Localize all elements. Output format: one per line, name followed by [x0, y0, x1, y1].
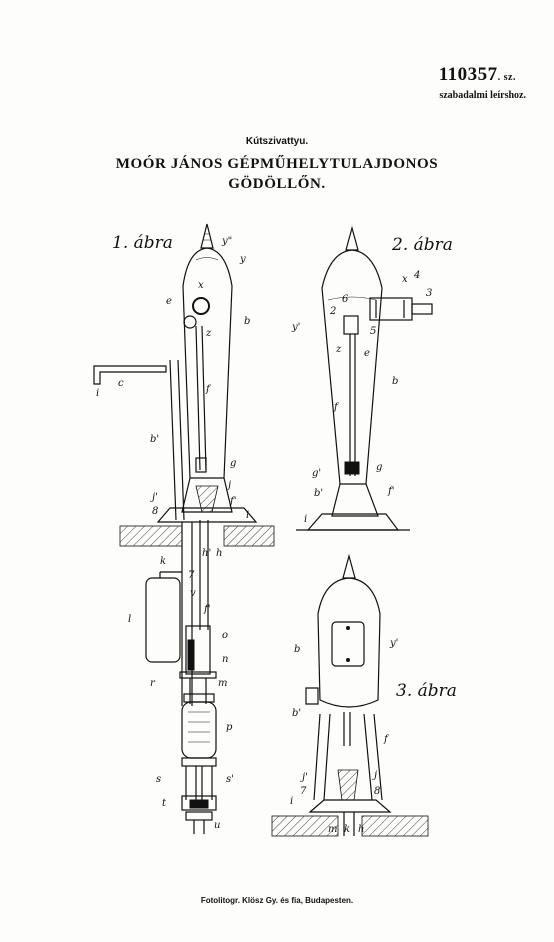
fig2-label-b: b — [392, 376, 398, 387]
ground-right-1 — [223, 525, 275, 547]
fig3-label-b1: b' — [292, 708, 301, 719]
rod-f — [195, 325, 207, 471]
fig1-label-i-low: i — [96, 388, 99, 399]
finial-1 — [200, 223, 214, 249]
fig2-label-g: g — [376, 462, 382, 473]
fig1-title: 1. ábra — [112, 233, 173, 253]
fig3-label-h: h — [358, 824, 364, 835]
fig3-labels: b y' b' f j' j 7 8 i m k h — [290, 638, 398, 835]
fig2-label-4: 4 — [413, 270, 420, 281]
owner-line-2: GÖDÖLLŐN. — [228, 176, 326, 192]
fig2-label-b1: b' — [314, 488, 323, 499]
fig3-label-8: 8 — [374, 786, 380, 797]
fig1-label-f: f — [205, 384, 212, 395]
fig1-label-p: p — [226, 722, 233, 733]
fig3-label-j1: j' — [300, 772, 308, 783]
ground-right-3 — [361, 815, 429, 837]
finial-3 — [342, 553, 356, 579]
fig1-label-b: b — [244, 316, 250, 327]
fig1-label-y: y — [239, 254, 246, 265]
fig2-label-z: z — [335, 344, 342, 355]
fig1-label-y2: y" — [221, 236, 232, 247]
finial-2 — [345, 225, 359, 251]
fig1-label-h1: h' — [202, 548, 211, 559]
fig1-label-i: i — [246, 510, 249, 521]
figure-2: 2. ábra — [296, 225, 453, 531]
fig2-label-x: x — [402, 274, 408, 285]
fig1-label-z: z — [205, 328, 212, 339]
ground-left-3 — [271, 815, 339, 837]
fig3-title: 3. ábra — [396, 681, 457, 701]
fig1-label-r: r — [150, 678, 156, 689]
fig2-label-5: 5 — [370, 326, 376, 337]
filter-p — [181, 701, 217, 759]
fig3-label-b: b — [294, 644, 300, 655]
fig1-label-b1: b' — [150, 434, 159, 445]
fig1-labels: y" y x e b z c i f b' g j' j 8 f' i h' h… — [96, 236, 250, 831]
base-plate-3 — [308, 799, 392, 813]
fig1-label-j1: j' — [150, 492, 158, 503]
printer-credit: Fotolitogr. Klösz Gy. és fia, Budapesten… — [200, 896, 354, 905]
fig2-label-f: f — [333, 402, 340, 413]
fig1-label-f1b: f' — [203, 604, 210, 615]
fig3-label-j: j — [372, 770, 377, 781]
fig2-label-g1: g' — [312, 468, 321, 479]
fig1-label-h: h — [216, 548, 222, 559]
fig1-label-k: k — [160, 556, 166, 567]
fig1-label-j: j — [226, 480, 231, 491]
figure-3: 3. ábra — [271, 553, 457, 837]
fig3-label-y1: y' — [389, 638, 398, 649]
fig1-label-v: v — [190, 588, 196, 599]
fig3-label-k: k — [344, 824, 350, 835]
air-chamber-l — [145, 577, 181, 663]
fig2-label-6: 6 — [342, 294, 349, 305]
fig1-label-u: u — [214, 820, 220, 831]
fig1-label-e: e — [166, 296, 172, 307]
fig1-label-c: c — [118, 378, 124, 389]
fig2-label-f1: f' — [387, 486, 394, 497]
fig3-label-i: i — [290, 796, 293, 807]
fig3-label-m: m — [328, 824, 337, 835]
fig1-label-7: 7 — [188, 570, 195, 581]
fig2-label-e: e — [364, 348, 370, 359]
fig1-label-s: s — [156, 774, 161, 785]
patent-number: 110357. sz. — [438, 64, 516, 85]
pump-body-2 — [321, 249, 383, 485]
fig1-label-t: t — [162, 798, 167, 809]
pump-body-1 — [182, 247, 233, 479]
fig3-label-f: f — [383, 734, 390, 745]
fig2-label-2: 2 — [329, 306, 336, 317]
fig1-label-f1: f' — [229, 496, 236, 507]
spout-c — [93, 365, 167, 385]
cover-plate-y1 — [331, 621, 365, 667]
fig2-title: 2. ábra — [391, 235, 453, 255]
fig2-label-i: i — [304, 514, 307, 525]
base-plate-1 — [156, 507, 258, 523]
fig3-label-7: 7 — [300, 786, 307, 797]
figure-1: 1. ábra — [93, 223, 275, 834]
ground-left-1 — [119, 525, 183, 547]
fig2-label-y1: y' — [291, 322, 300, 333]
fig1-label-8: 8 — [152, 506, 158, 517]
owner-line-1: MOÓR JÁNOS GÉPMŰHELYTULAJDONOS — [115, 156, 439, 172]
fig1-label-m: m — [218, 678, 227, 689]
fig2-labels: x 4 3 2 y' 6 5 z e b f g' g b' f' i — [291, 270, 432, 525]
fig2-label-3: 3 — [426, 288, 432, 299]
pump-body-3 — [317, 577, 381, 708]
fig1-label-s1: s' — [226, 774, 234, 785]
patent-subtitle: szabadalmi leírshoz. — [439, 90, 526, 101]
fig1-label-n: n — [222, 654, 228, 665]
fig1-label-o: o — [222, 630, 228, 641]
fig1-label-l: l — [128, 614, 131, 625]
fig1-label-g: g — [230, 458, 236, 469]
handle-eye — [192, 297, 210, 315]
document-title: Kútszivattyu. — [245, 136, 309, 147]
fig1-label-x: x — [198, 280, 204, 291]
